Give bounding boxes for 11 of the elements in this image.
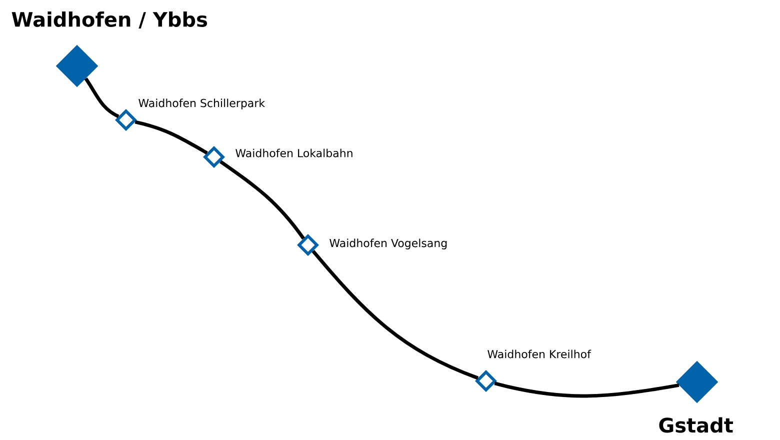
rail-line xyxy=(134,120,208,154)
station-name: Waidhofen Schillerpark xyxy=(138,98,266,110)
station-name: Waidhofen Vogelsang xyxy=(330,238,447,250)
rail-line xyxy=(84,78,120,118)
rail-line xyxy=(219,160,305,240)
station-name: Waidhofen Kreilhof xyxy=(488,350,592,358)
station-name: Gstadt xyxy=(659,417,733,433)
rail-line xyxy=(494,382,680,398)
rail-line xyxy=(312,250,479,380)
station-name: Waidhofen Lokalbahn xyxy=(236,148,352,158)
station-name: Waidhofen / Ybbs xyxy=(12,11,207,29)
